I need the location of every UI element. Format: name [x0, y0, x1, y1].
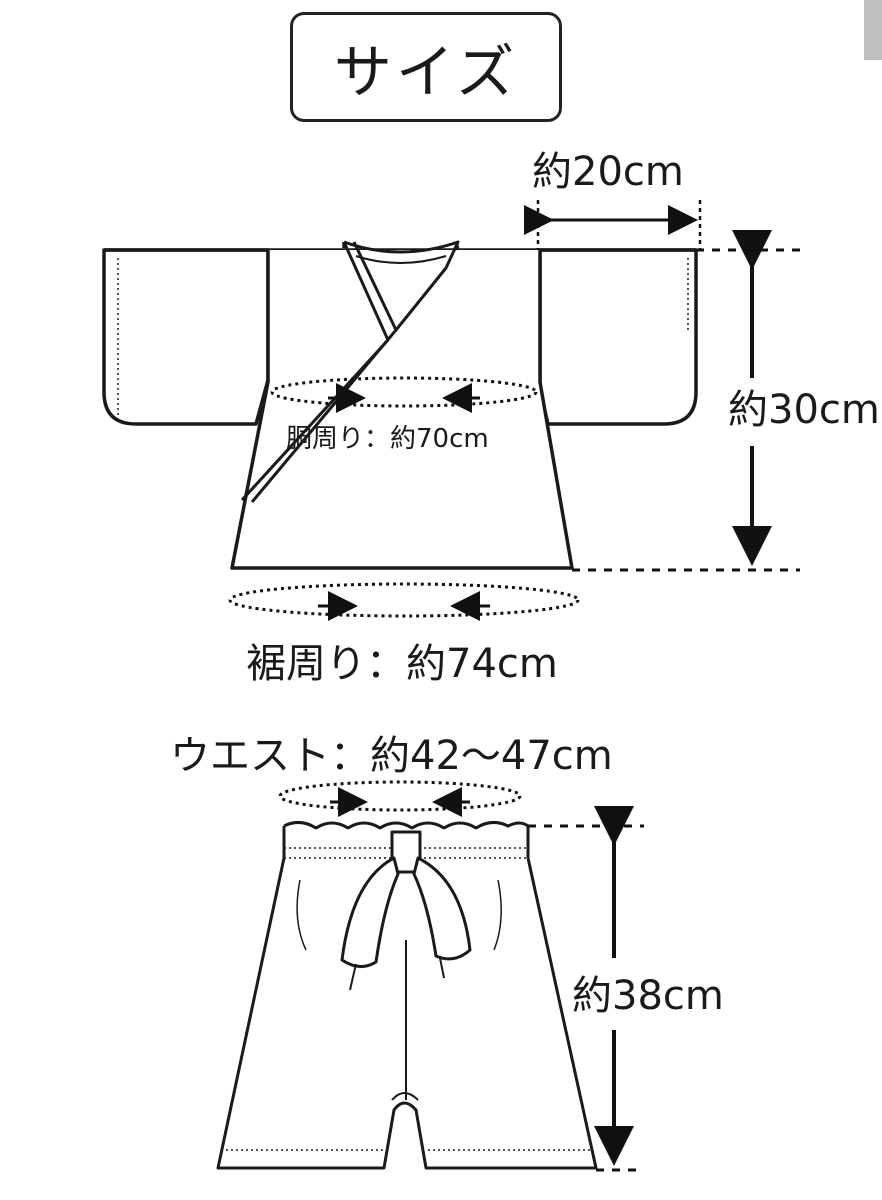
waist-circumference — [278, 780, 522, 817]
chest-circumference — [270, 376, 538, 413]
size-title-text: サイズ — [333, 38, 519, 106]
hem-circumference — [228, 582, 580, 621]
pants-length-dimension — [528, 806, 644, 1172]
sleeve-length-label: 約20cm — [532, 149, 684, 195]
scrollbar-thumb[interactable] — [864, 0, 882, 60]
top-length-label: 約30cm — [728, 387, 880, 433]
waist-label: ウエスト：約42〜47cm — [170, 733, 613, 779]
size-title: サイズ — [290, 12, 562, 122]
hem-label: 裾周り：約74cm — [246, 641, 558, 687]
pants-length-label: 約38cm — [572, 973, 724, 1019]
pants-illustration — [216, 821, 598, 1170]
sleeve-dimension — [524, 200, 702, 250]
chest-label: 胴周り：約70cm — [286, 424, 489, 454]
jinbei-top-illustration — [102, 240, 698, 570]
top-length-dimension — [572, 230, 800, 572]
